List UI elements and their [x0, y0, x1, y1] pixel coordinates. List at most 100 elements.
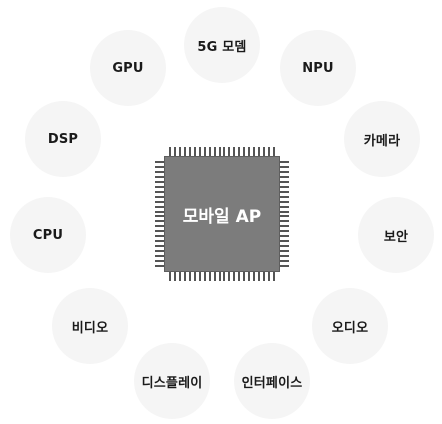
chip-pin [280, 235, 289, 238]
node-5g-modem: 5G 모뎀 [184, 7, 260, 83]
node-npu: NPU [280, 30, 356, 106]
chip-pin [193, 147, 196, 156]
node-label: GPU [112, 60, 144, 76]
chip-pin [233, 147, 236, 156]
node-interface: 인터페이스 [234, 343, 310, 419]
chip-pin [155, 185, 164, 188]
chip-pin [258, 272, 261, 281]
chip-pin [280, 230, 289, 233]
chip-pin [155, 225, 164, 228]
node-label: 카메라 [363, 133, 401, 149]
chip-pin [280, 161, 289, 163]
chip-pin [155, 190, 164, 193]
chip-pin [268, 272, 271, 281]
chip-pin [218, 272, 221, 281]
chip-pin [155, 161, 164, 163]
chip-pin [248, 147, 251, 156]
node-display: 디스플레이 [134, 343, 210, 419]
chip-pin [243, 272, 246, 281]
node-label: 5G 모뎀 [197, 39, 247, 55]
mobile-ap-chip: 모바일 AP [155, 147, 289, 281]
chip-pin [263, 272, 266, 281]
chip-pin [173, 272, 176, 281]
chip-pin [155, 175, 164, 178]
chip-pin [155, 170, 164, 173]
chip-pin [155, 215, 164, 218]
chip-pin [188, 272, 191, 281]
chip-pin [155, 260, 164, 263]
chip-pin [203, 147, 206, 156]
chip-pin [155, 205, 164, 208]
chip-pin [169, 272, 171, 281]
chip-pin [208, 147, 211, 156]
chip-pin [258, 147, 261, 156]
chip-pin [280, 265, 289, 267]
chip-pin [268, 147, 271, 156]
chip-pin [178, 272, 181, 281]
chip-pin [280, 190, 289, 193]
node-label: 디스플레이 [141, 375, 203, 391]
chip-pin [169, 147, 171, 156]
chip-pin [233, 272, 236, 281]
chip-pin [155, 165, 164, 168]
chip-pin [280, 245, 289, 248]
chip-pin [193, 272, 196, 281]
chip-pin [280, 195, 289, 198]
chip-pin [188, 147, 191, 156]
chip-pin [280, 220, 289, 223]
chip-pin [280, 255, 289, 258]
node-cpu: CPU [10, 197, 86, 273]
chip-pin [248, 272, 251, 281]
node-label: DSP [47, 131, 79, 147]
chip-pin [155, 250, 164, 253]
chip-pin [228, 272, 231, 281]
chip-pin [223, 147, 226, 156]
chip-pin [273, 272, 275, 281]
node-label: 인터페이스 [241, 375, 303, 391]
chip-pin [273, 147, 275, 156]
chip-pin [155, 180, 164, 183]
chip-pin [280, 215, 289, 218]
chip-pin [155, 195, 164, 198]
chip-pin [253, 147, 256, 156]
chip-pin [155, 210, 164, 213]
node-label: 비디오 [71, 320, 109, 336]
chip-pin [280, 180, 289, 183]
chip-pin [173, 147, 176, 156]
chip-pin [223, 272, 226, 281]
node-gpu: GPU [90, 30, 166, 106]
chip-pin [155, 240, 164, 243]
chip-pin [238, 147, 241, 156]
chip-pin [178, 147, 181, 156]
chip-body: 모바일 AP [164, 156, 280, 272]
chip-pin [280, 205, 289, 208]
chip-pin [183, 272, 186, 281]
chip-pin [213, 147, 216, 156]
chip-pin [183, 147, 186, 156]
chip-pin [228, 147, 231, 156]
node-dsp: DSP [25, 101, 101, 177]
chip-pin [280, 210, 289, 213]
chip-pin [208, 272, 211, 281]
chip-pin [263, 147, 266, 156]
chip-pin [243, 147, 246, 156]
node-label: NPU [302, 60, 334, 76]
node-audio: 오디오 [312, 288, 388, 364]
chip-pin [280, 240, 289, 243]
chip-pin [253, 272, 256, 281]
chip-pin [198, 147, 201, 156]
chip-pin [155, 200, 164, 203]
chip-pin [155, 245, 164, 248]
chip-pin [155, 235, 164, 238]
node-security: 보안 [358, 197, 434, 273]
chip-pin [155, 265, 164, 267]
chip-pin [213, 272, 216, 281]
chip-pin [155, 220, 164, 223]
chip-pin [280, 200, 289, 203]
chip-pin [155, 230, 164, 233]
chip-pin [280, 225, 289, 228]
chip-pin [280, 175, 289, 178]
chip-label: 모바일 AP [182, 206, 262, 227]
node-video: 비디오 [52, 288, 128, 364]
